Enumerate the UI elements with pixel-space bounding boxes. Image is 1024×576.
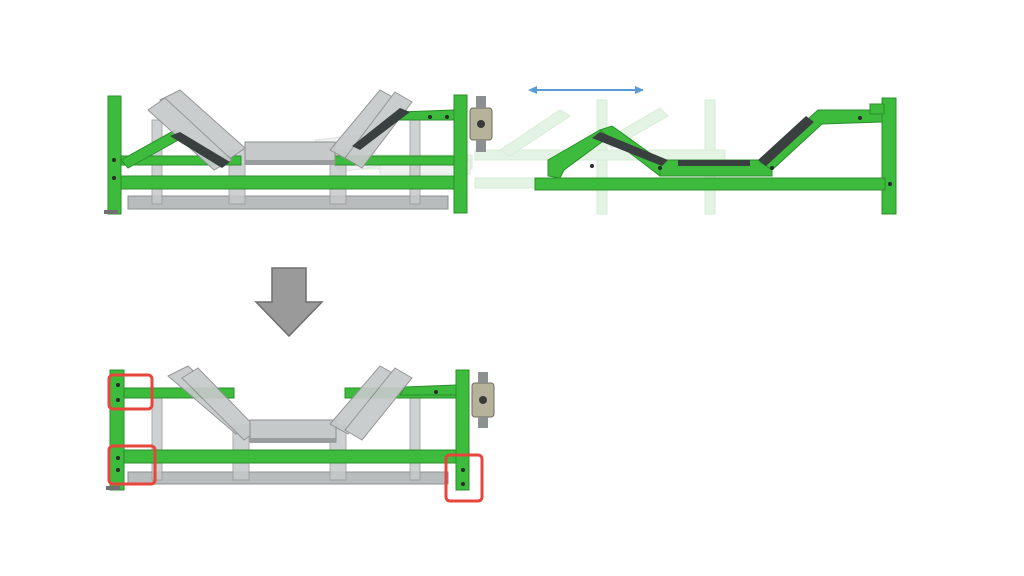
idler-frame-original <box>104 89 493 215</box>
extended-right-post <box>881 97 897 215</box>
highlight-box-lower-right <box>444 453 484 503</box>
modified-left-post <box>109 369 125 491</box>
right-post <box>453 94 468 214</box>
belt-right <box>758 116 814 166</box>
center-roller <box>244 141 336 165</box>
highlight-box-upper-left <box>107 373 154 411</box>
highlight-box-lower-left <box>107 444 157 486</box>
lower-crossbar <box>120 175 455 190</box>
bottom-beam <box>127 195 449 210</box>
down-arrow-icon <box>254 267 324 338</box>
idler-frame-extended <box>534 97 897 215</box>
idler-frame-modified <box>106 365 495 491</box>
left-post <box>107 95 122 215</box>
belt-left <box>592 132 668 166</box>
extended-crossbar <box>534 177 886 191</box>
modified-right-post <box>455 369 470 491</box>
belt-center <box>678 160 750 166</box>
